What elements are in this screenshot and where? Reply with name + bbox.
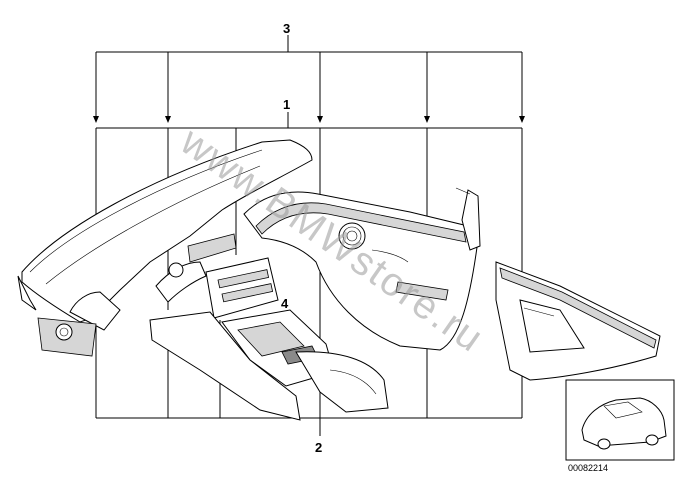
rear-door-trim <box>455 187 661 381</box>
callout-2: 2 <box>315 440 322 455</box>
center-console <box>149 257 389 421</box>
part-number: 00082214 <box>568 463 608 473</box>
callout-1: 1 <box>283 97 290 112</box>
dashboard <box>17 139 313 357</box>
front-door-trim <box>243 191 479 351</box>
vehicle-thumbnail <box>565 379 675 461</box>
bracket-3 <box>93 35 525 123</box>
callout-3: 3 <box>283 21 290 36</box>
callout-4: 4 <box>281 296 289 311</box>
